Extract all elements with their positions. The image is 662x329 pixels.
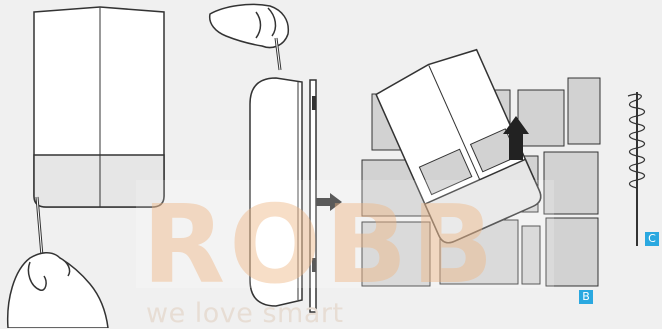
hand-with-tool-top [210, 4, 289, 70]
spiral-brush-icon [628, 92, 645, 246]
step-badge-c: C [645, 232, 659, 246]
watermark-brand: ROBB [142, 183, 498, 308]
step-badge-b: B [579, 290, 593, 304]
hand-holding-pin [8, 253, 108, 328]
device-front-view [34, 7, 164, 207]
watermark-tagline: we love smart [146, 298, 344, 329]
watermark: ROBB [136, 180, 554, 308]
